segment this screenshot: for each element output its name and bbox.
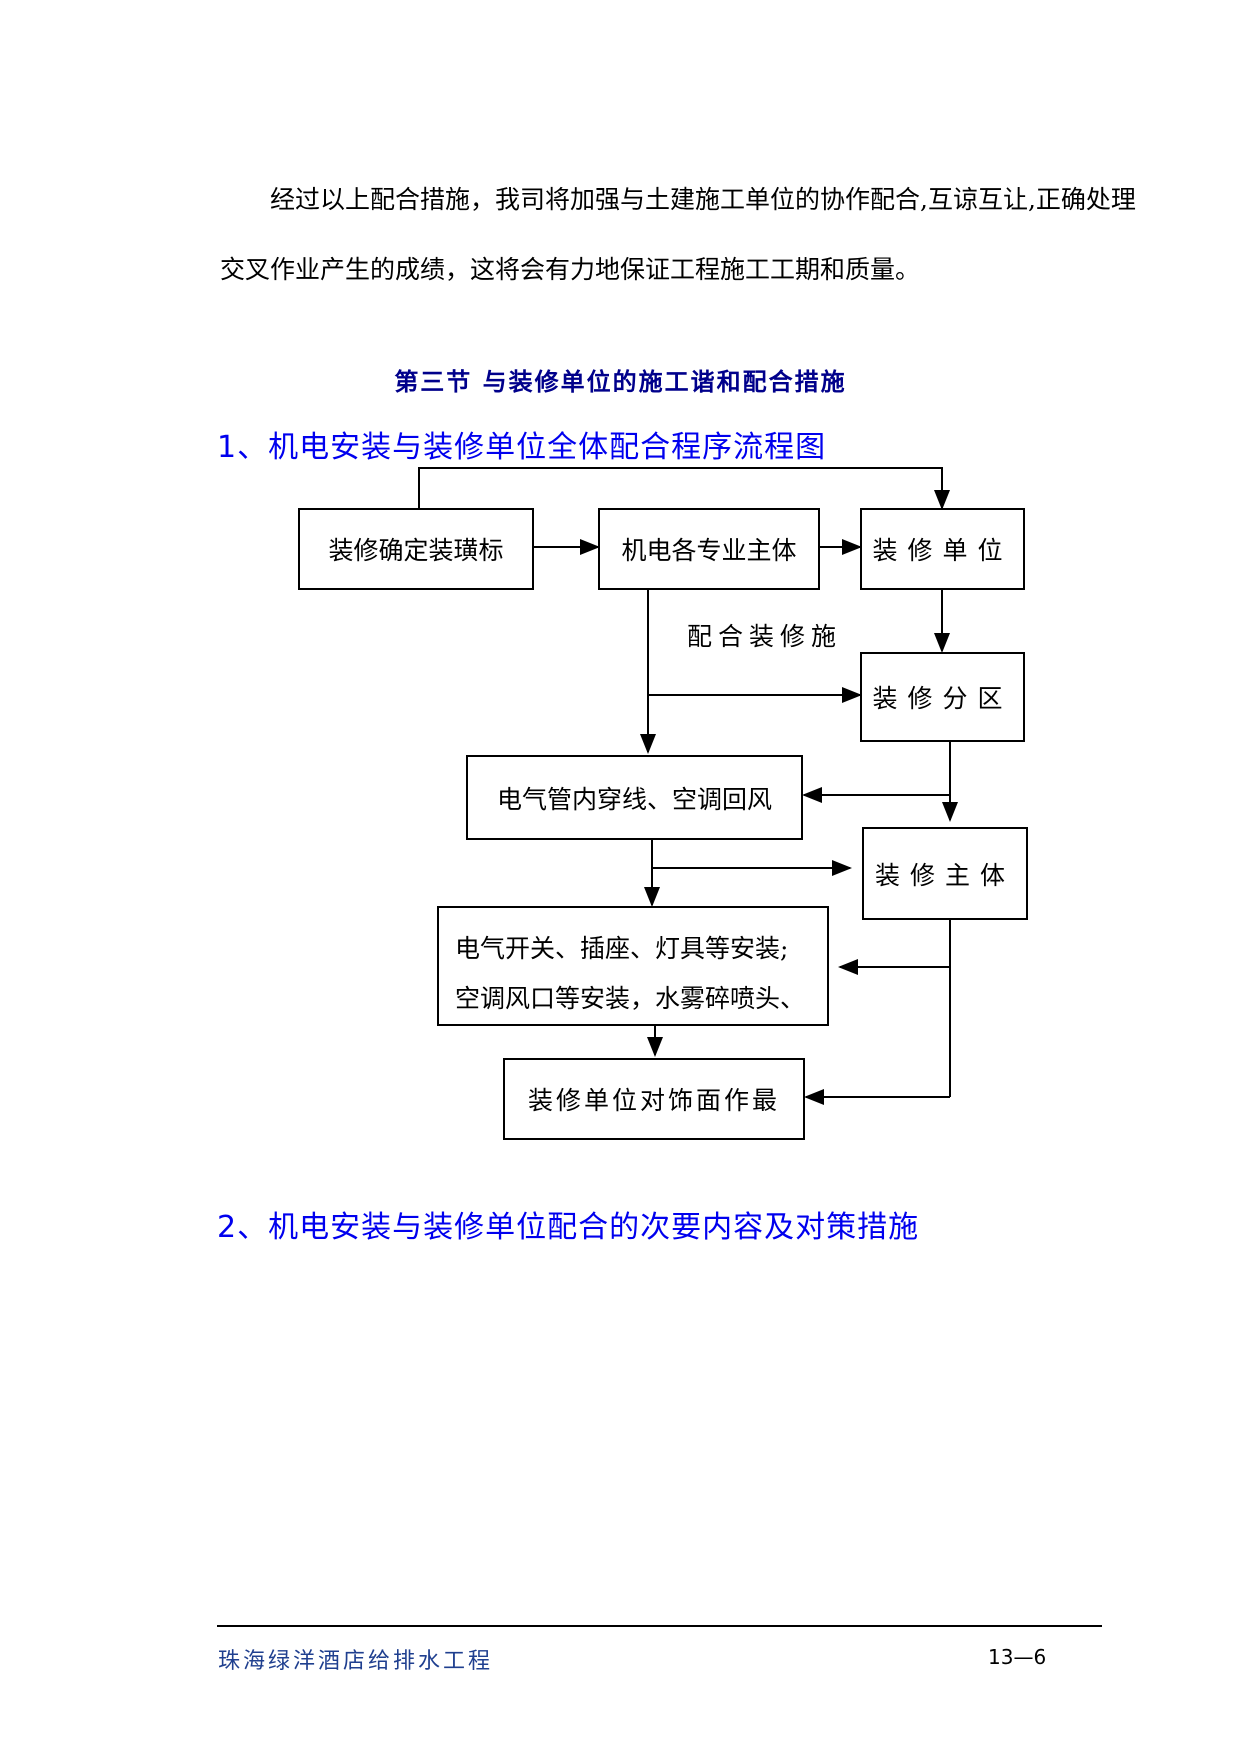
flow-box-decor-unit: 装修单位 [860,508,1025,590]
flow-box-wiring: 电气管内穿线、空调回风 [466,755,803,840]
flow-box-decor-zone: 装修分区 [860,652,1025,742]
flow-box-decor-main: 装修主体 [862,827,1028,920]
flow-install-line2: 空调风口等安装，水雾碎喷头、 [455,984,806,1013]
heading-flowchart: 1、机电安装与装修单位全体配合程序流程图 [217,430,827,465]
footer-page-number: 13—6 [988,1645,1047,1669]
section-title: 第三节 与装修单位的施工谐和配合措施 [394,368,847,396]
flow-install-line1: 电气开关、插座、灯具等安装; [455,934,789,963]
intro-paragraph: 经过以上配合措施，我司将加强与土建施工单位的协作配合,互谅互让,正确处理交叉作业… [220,185,1136,284]
footer-divider [217,1625,1102,1627]
flow-note-coop: 配合装修施 [687,622,843,651]
heading-measures: 2、机电安装与装修单位配合的次要内容及对策措施 [217,1210,920,1245]
flow-box-final: 装修单位对饰面作最 [503,1058,805,1140]
flow-box-install: 电气开关、插座、灯具等安装; 空调风口等安装，水雾碎喷头、 [437,906,829,1026]
footer-project-name: 珠海绿洋酒店给排水工程 [218,1649,494,1674]
flow-box-decor-standard: 装修确定装璜标 [298,508,534,590]
flow-box-mep-main: 机电各专业主体 [598,508,820,590]
